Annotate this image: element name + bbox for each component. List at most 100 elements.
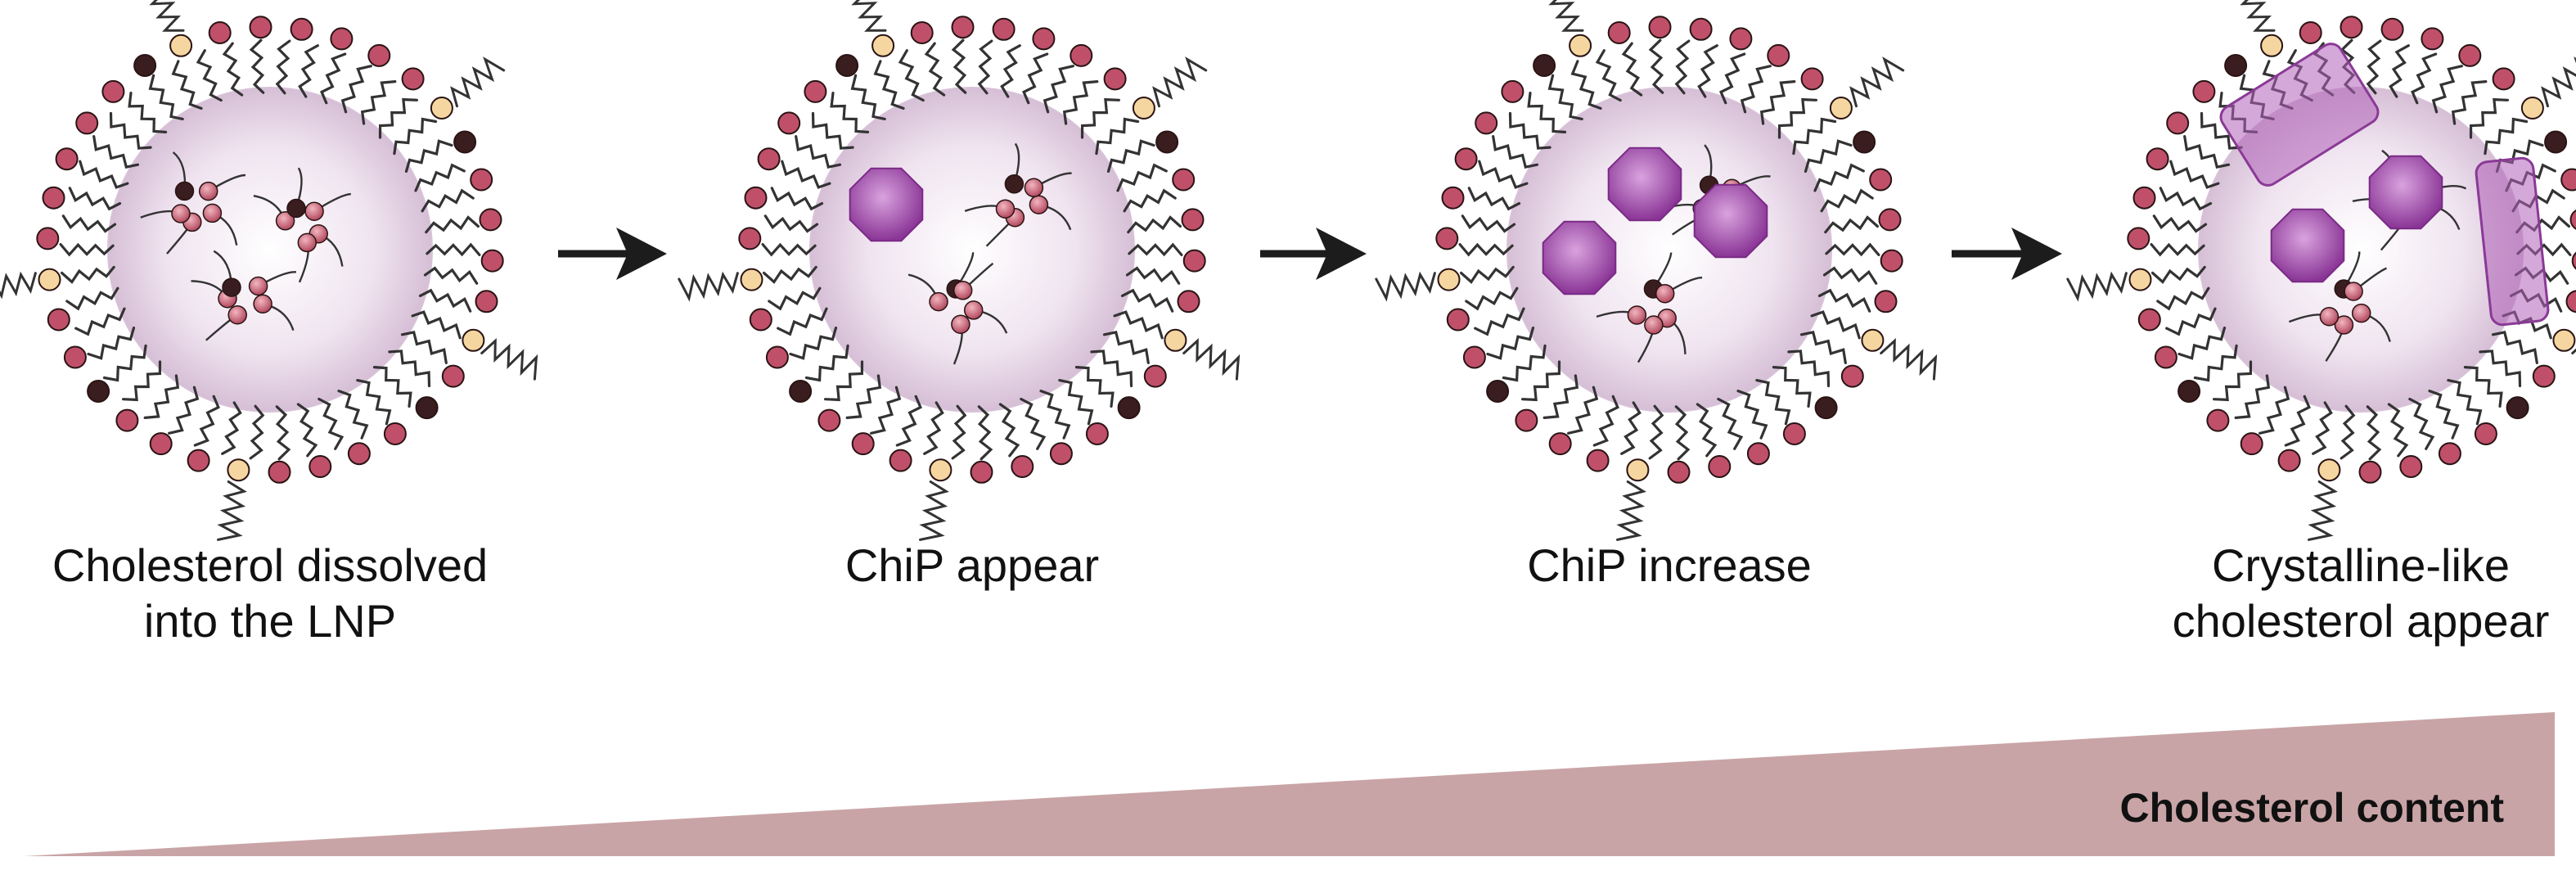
lipid-tail <box>1570 60 1602 110</box>
ionizable-lipid-headgroup <box>1155 130 1179 154</box>
lipid-tail <box>418 288 472 313</box>
lipid-tail <box>2284 395 2311 447</box>
lipid-headgroup <box>1441 186 1465 210</box>
lipid-tail <box>2312 401 2333 455</box>
lipid-tail <box>298 44 319 98</box>
ionizable-lipid-headgroup <box>2544 130 2568 154</box>
ionizable-lipid-headgroup <box>1814 396 1838 420</box>
lipid-headgroup <box>2458 43 2482 67</box>
lipid-tail <box>128 92 168 133</box>
ionizable-lipid-headgroup <box>2177 380 2201 403</box>
inner-headgroup <box>253 294 272 313</box>
inner-headgroup <box>222 277 241 297</box>
ionizable-lipid-headgroup <box>1117 396 1141 420</box>
lipid-headgroup <box>1070 43 1093 67</box>
lipid-headgroup <box>2192 79 2216 103</box>
lipid-headgroup <box>2132 186 2156 210</box>
lipid-headgroup <box>1103 67 1127 91</box>
inner-headgroup <box>2344 282 2363 301</box>
lipid-headgroup <box>1177 290 1200 313</box>
chip-octagon <box>2270 208 2345 283</box>
lipid-tail <box>221 401 242 455</box>
inner-headgroup <box>1024 178 1044 198</box>
peg-chain <box>1548 0 1584 32</box>
lipid-headgroup <box>2299 21 2322 44</box>
lipid-tail <box>924 42 946 97</box>
lipid-tail <box>1043 65 1074 114</box>
lipid-tail <box>1486 327 1535 360</box>
peg-chain <box>480 337 538 381</box>
inner-headgroup <box>297 232 317 253</box>
lipid-tail <box>1090 350 1133 388</box>
lipid-headgroup <box>401 67 425 91</box>
lipid-tail <box>804 344 849 382</box>
lipid-tail <box>789 327 838 360</box>
lipid-tail <box>2463 366 2503 408</box>
ionizable-lipid-headgroup <box>789 380 813 403</box>
lipid-tail <box>2183 135 2231 169</box>
lipid-tail <box>193 395 220 447</box>
peg-chain <box>1880 337 1938 381</box>
lipid-tail <box>2340 404 2356 460</box>
peg-lipid-headgroup <box>227 458 250 482</box>
lipid-tail <box>2408 397 2435 450</box>
peg-lipid-headgroup <box>1569 34 1592 57</box>
lipid-tail <box>1792 117 1837 156</box>
lipid-headgroup <box>777 111 801 135</box>
lnp-particle-4 <box>2066 0 2576 541</box>
lipid-headgroup <box>1586 449 1610 472</box>
inner-headgroup <box>952 281 973 300</box>
lipid-headgroup <box>1462 345 1486 369</box>
lipid-tail <box>1542 374 1579 419</box>
lipid-headgroup <box>889 449 912 472</box>
lipid-tail <box>1467 187 1521 211</box>
lipid-tail <box>1461 214 1516 233</box>
lipid-headgroup <box>441 364 465 388</box>
stage-label-line: into the LNP <box>144 595 396 647</box>
lipid-headgroup <box>55 147 79 171</box>
lipid-tail <box>2159 187 2213 211</box>
lipid-headgroup <box>2438 442 2461 466</box>
lipid-tail <box>1620 401 1642 455</box>
cholesterol-crystal <box>2219 43 2380 187</box>
ionizable-lipid-headgroup <box>133 54 157 77</box>
lipid-headgroup <box>479 208 502 232</box>
peg-chain <box>1375 271 1436 302</box>
lipid-tail <box>1777 97 1817 139</box>
lipid-tail <box>2156 286 2210 311</box>
lipid-tail <box>1022 52 1049 105</box>
lipid-tail <box>356 379 392 426</box>
lipid-tail <box>74 307 126 336</box>
inner-headgroup <box>198 181 218 201</box>
inner-headgroup <box>995 199 1016 219</box>
peg-lipid-headgroup <box>38 268 61 291</box>
lipid-tail <box>1755 379 1791 426</box>
inner-headgroup <box>286 198 306 219</box>
lipid-headgroup <box>208 21 232 44</box>
lipid-tail <box>143 374 180 419</box>
ionizable-lipid-headgroup <box>1853 130 1876 154</box>
lipid-headgroup <box>765 345 789 369</box>
peg-chain <box>217 480 247 541</box>
lipid-tail <box>768 286 822 311</box>
peg-chain <box>1152 56 1208 108</box>
lipid-headgroup <box>1454 147 1478 171</box>
lipid-tail <box>1106 139 1155 173</box>
lipid-tail <box>360 80 397 125</box>
lipid-tail <box>951 38 967 94</box>
lipid-tail <box>2484 117 2529 156</box>
lipid-headgroup <box>910 21 934 44</box>
peg-lipid-headgroup <box>2260 34 2284 57</box>
lipid-tail <box>2447 379 2483 426</box>
lipid-headgroup <box>2358 460 2382 484</box>
lipid-headgroup <box>1011 455 1034 478</box>
lipid-tail <box>79 160 129 189</box>
lipid-tail <box>1502 344 1547 382</box>
lipid-tail <box>2152 214 2208 233</box>
lipid-headgroup <box>2571 251 2576 270</box>
lipid-tail <box>998 403 1020 458</box>
lipid-tail <box>2469 97 2509 139</box>
lipid-headgroup <box>1182 249 1206 273</box>
lipid-tail <box>109 111 152 150</box>
